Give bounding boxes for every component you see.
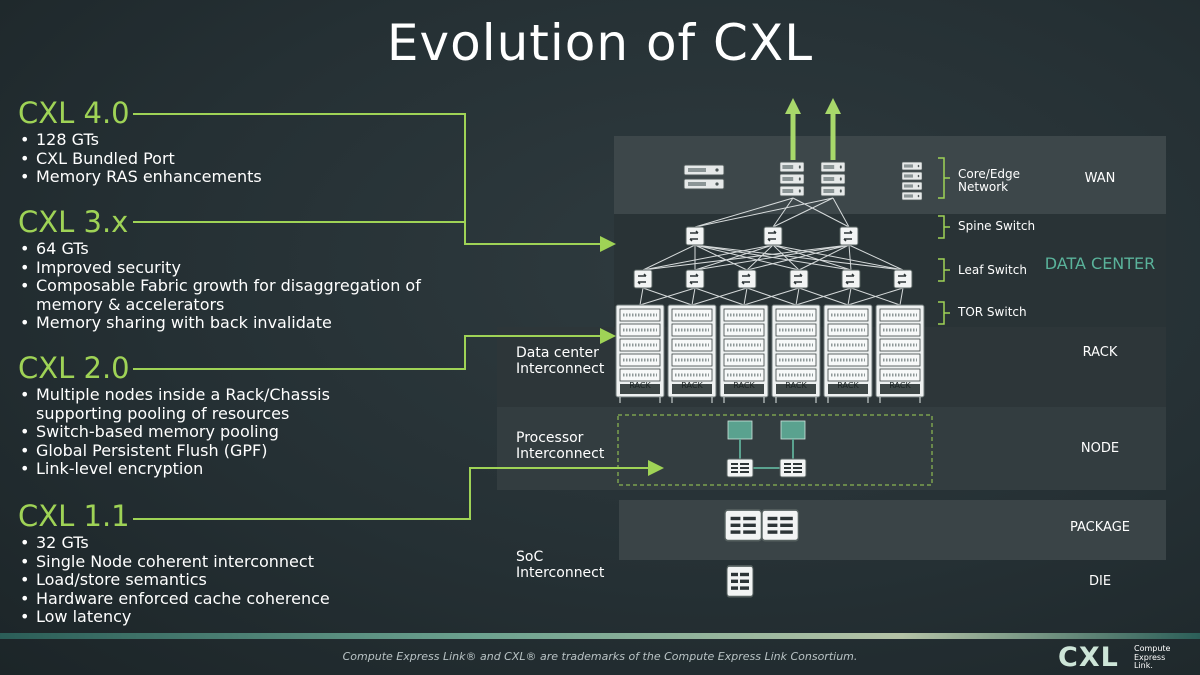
generation-cxl-3: CXL 3.x 64 GTs Improved security Composa…	[18, 206, 438, 333]
feature-item: Link-level encryption	[18, 459, 348, 479]
rack-label: RACK	[1082, 345, 1118, 360]
spine-switch-label: Spine Switch	[958, 219, 1036, 233]
footer-band	[0, 633, 1200, 639]
feature-item: CXL Bundled Port	[18, 149, 262, 169]
generation-title: CXL 1.1	[18, 499, 130, 533]
core-edge-label: Core/Edge Network	[958, 167, 1021, 194]
generation-cxl-1: CXL 1.1 32 GTs Single Node coherent inte…	[18, 500, 330, 627]
generation-title: CXL 3.x	[18, 205, 129, 239]
data-center-label: DATA CENTER	[1044, 254, 1156, 273]
feature-item: Memory sharing with back invalidate	[18, 313, 438, 333]
feature-item: 64 GTs	[18, 239, 438, 259]
package-label: PACKAGE	[1070, 520, 1130, 535]
feature-item: Load/store semantics	[18, 570, 330, 590]
feature-item: Memory RAS enhancements	[18, 167, 262, 187]
feature-item: 32 GTs	[18, 533, 330, 553]
leaf-switch-label: Leaf Switch	[958, 263, 1027, 277]
feature-item: Low latency	[18, 607, 330, 627]
feature-item: Hardware enforced cache coherence	[18, 589, 330, 609]
die-chip	[726, 565, 754, 598]
feature-item: Composable Fabric growth for disaggregat…	[18, 276, 438, 314]
die-label: DIE	[1088, 574, 1112, 589]
feature-item: Global Persistent Flush (GPF)	[18, 441, 348, 461]
feature-item: 128 GTs	[18, 130, 262, 150]
feature-item: Multiple nodes inside a Rack/Chassis sup…	[18, 385, 348, 423]
node-label: NODE	[1080, 441, 1120, 456]
datacenter-interconnect-label: Data center Interconnect	[516, 345, 605, 377]
cxl-logo: CXL Compute Express Link.	[1058, 642, 1198, 674]
generation-title: CXL 4.0	[18, 96, 130, 130]
soc-interconnect-label: SoC Interconnect	[516, 549, 605, 581]
processor-interconnect-label: Processor Interconnect	[516, 430, 605, 462]
generation-cxl-2: CXL 2.0 Multiple nodes inside a Rack/Cha…	[18, 352, 348, 479]
wan-label: WAN	[1084, 171, 1116, 186]
tor-switch-label: TOR Switch	[958, 305, 1027, 319]
feature-item: Improved security	[18, 258, 438, 278]
feature-item: Switch-based memory pooling	[18, 422, 348, 442]
trademark-note: Compute Express Link® and CXL® are trade…	[342, 650, 858, 663]
package-band	[619, 500, 1166, 560]
logo-wordmark: CXL	[1058, 642, 1119, 673]
page-title: Evolution of CXL	[386, 14, 814, 72]
logo-subtitle: Compute Express Link.	[1134, 644, 1171, 670]
generation-cxl-4: CXL 4.0 128 GTs CXL Bundled Port Memory …	[18, 97, 262, 187]
feature-item: Single Node coherent interconnect	[18, 552, 330, 572]
generation-title: CXL 2.0	[18, 351, 130, 385]
